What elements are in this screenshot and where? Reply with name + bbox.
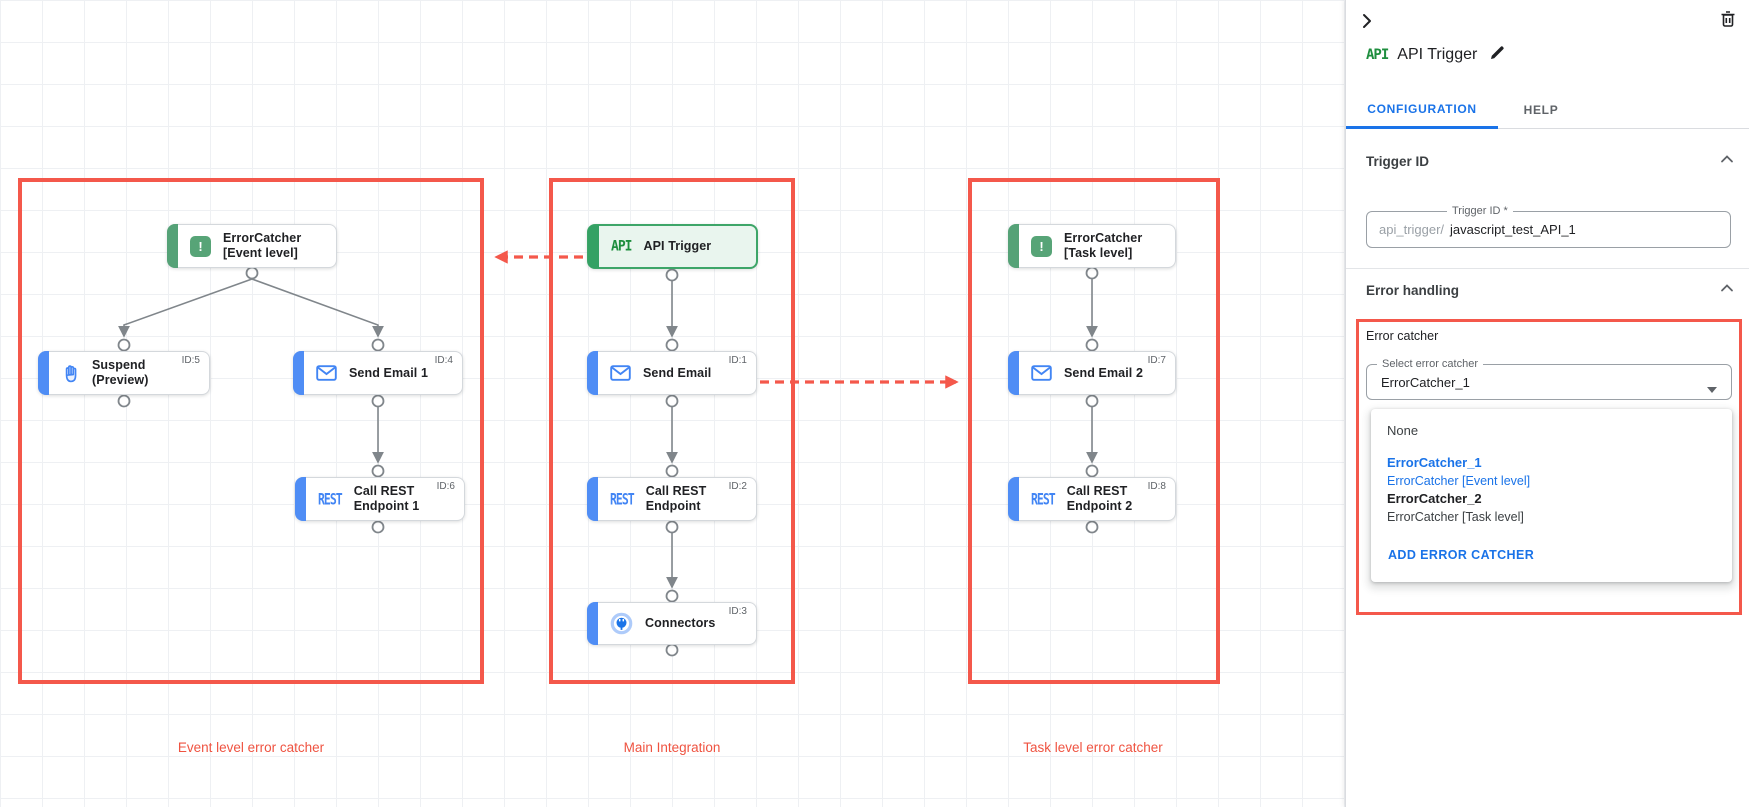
- trigger-id-field-label: Trigger ID *: [1447, 205, 1513, 217]
- menu-item-errorcatcher-2[interactable]: ErrorCatcher_2 ErrorCatcher [Task level]: [1387, 491, 1524, 524]
- integration-canvas[interactable]: ! ErrorCatcher [Event level] Suspend (Pr…: [0, 0, 1345, 807]
- accent-bar: [38, 351, 49, 395]
- error-catcher-icon: !: [1031, 235, 1052, 257]
- accent-bar: [295, 477, 306, 521]
- node-id-badge: ID:1: [728, 355, 747, 366]
- node-id-badge: ID:2: [728, 481, 747, 492]
- main-integration-group-box: [549, 178, 795, 684]
- accent-bar: [1008, 477, 1019, 521]
- email-icon: [316, 365, 337, 381]
- error-handling-section-title: Error handling: [1366, 282, 1460, 298]
- event-level-group-label: Event level error catcher: [177, 740, 325, 755]
- node-errorcatcher-task[interactable]: ! ErrorCatcher [Task level]: [1008, 224, 1176, 268]
- node-title: Suspend (Preview): [92, 358, 149, 387]
- node-id-badge: ID:6: [436, 481, 455, 492]
- menu-item-none[interactable]: None: [1387, 423, 1419, 438]
- email-icon: [610, 365, 631, 381]
- node-title: API Trigger: [643, 239, 712, 253]
- flow-edges: [118, 278, 1098, 589]
- node-call-rest-endpoint-1[interactable]: REST Call REST Endpoint 1 ID:6: [295, 477, 465, 521]
- node-title: Call REST Endpoint 1: [353, 484, 420, 513]
- node-title: Send Email 1: [349, 365, 429, 380]
- node-errorcatcher-event[interactable]: ! ErrorCatcher [Event level]: [167, 224, 337, 268]
- add-error-catcher-button[interactable]: ADD ERROR CATCHER: [1388, 548, 1535, 562]
- collapse-section-chevron-up-icon[interactable]: [1719, 152, 1735, 170]
- trigger-id-section-title: Trigger ID: [1366, 153, 1430, 169]
- node-title: Call REST Endpoint 2: [1066, 484, 1133, 513]
- accent-bar: [587, 477, 598, 521]
- email-icon: [1031, 365, 1052, 381]
- node-title: ErrorCatcher [Task level]: [1064, 231, 1143, 260]
- node-title: ErrorCatcher [Event level]: [223, 231, 302, 260]
- accent-bar: [1008, 351, 1019, 395]
- node-title: Connectors: [645, 616, 716, 630]
- node-suspend[interactable]: Suspend (Preview) ID:5: [38, 351, 210, 395]
- node-title: Send Email: [643, 365, 712, 380]
- node-call-rest-endpoint[interactable]: REST Call REST Endpoint ID:2: [587, 477, 757, 521]
- rest-icon: REST: [1031, 489, 1056, 509]
- collapse-panel-chevron-right-icon[interactable]: [1357, 11, 1377, 36]
- node-id-badge: ID:3: [728, 606, 747, 617]
- accent-bar: [293, 351, 304, 395]
- accent-bar: [587, 602, 598, 645]
- menu-item-errorcatcher-1[interactable]: ErrorCatcher_1 ErrorCatcher [Event level…: [1387, 455, 1531, 488]
- tab-help[interactable]: HELP: [1523, 103, 1559, 117]
- node-send-email-1[interactable]: Send Email 1 ID:4: [293, 351, 463, 395]
- rest-icon: REST: [318, 489, 343, 509]
- task-level-group-box: [968, 178, 1220, 684]
- panel-tabs: CONFIGURATION HELP: [1346, 91, 1749, 129]
- connectors-icon: [610, 612, 633, 635]
- node-id-badge: ID:5: [181, 355, 200, 366]
- event-level-group-box: [18, 178, 484, 684]
- accent-bar: [167, 224, 178, 268]
- config-panel: API API Trigger CONFIGURATION HELP Trigg…: [1345, 0, 1749, 807]
- error-catcher-group-label: Error catcher: [1366, 329, 1439, 343]
- task-level-group-label: Task level error catcher: [1023, 740, 1163, 755]
- main-integration-group-label: Main Integration: [623, 740, 721, 755]
- select-error-catcher-dropdown[interactable]: Select error catcher ErrorCatcher_1: [1366, 358, 1732, 400]
- tab-configuration[interactable]: CONFIGURATION: [1346, 91, 1498, 129]
- node-title: Send Email 2: [1064, 365, 1144, 380]
- node-call-rest-endpoint-2[interactable]: REST Call REST Endpoint 2 ID:8: [1008, 477, 1176, 521]
- node-id-badge: ID:4: [434, 355, 453, 366]
- trigger-id-value[interactable]: javascript_test_API_1: [1450, 222, 1576, 237]
- accent-bar: [587, 351, 598, 395]
- error-catcher-icon: !: [190, 235, 211, 257]
- accent-bar: [588, 225, 599, 268]
- trigger-id-prefix: api_trigger/: [1379, 222, 1445, 237]
- error-catcher-highlight-box: [1356, 319, 1742, 615]
- node-connectors[interactable]: Connectors ID:3: [587, 602, 757, 645]
- delete-trigger-trash-icon[interactable]: [1718, 9, 1738, 34]
- rest-icon: REST: [610, 489, 635, 509]
- accent-bar: [1008, 224, 1019, 268]
- dropdown-arrow-icon: [1707, 380, 1717, 398]
- select-error-catcher-label: Select error catcher: [1377, 358, 1483, 370]
- suspend-hand-icon: [61, 364, 80, 383]
- api-icon: API: [1366, 47, 1389, 63]
- select-error-catcher-value: ErrorCatcher_1: [1381, 374, 1470, 390]
- edit-title-pencil-icon[interactable]: [1489, 44, 1506, 66]
- node-id-badge: ID:8: [1147, 481, 1166, 492]
- collapse-section-chevron-up-icon[interactable]: [1719, 281, 1735, 299]
- panel-title: API Trigger: [1397, 46, 1478, 63]
- node-send-email-2[interactable]: Send Email 2 ID:7: [1008, 351, 1176, 395]
- node-title: Call REST Endpoint: [645, 484, 707, 513]
- error-catcher-menu: None ErrorCatcher_1 ErrorCatcher [Event …: [1371, 409, 1732, 582]
- node-ports[interactable]: [117, 266, 1099, 657]
- api-icon: API: [611, 238, 633, 255]
- node-send-email[interactable]: Send Email ID:1: [587, 351, 757, 395]
- connector-wires: [117, 250, 1099, 657]
- trigger-id-field[interactable]: Trigger ID * api_trigger/ javascript_tes…: [1366, 205, 1731, 248]
- node-api-trigger[interactable]: API API Trigger: [587, 224, 758, 269]
- node-id-badge: ID:7: [1147, 355, 1166, 366]
